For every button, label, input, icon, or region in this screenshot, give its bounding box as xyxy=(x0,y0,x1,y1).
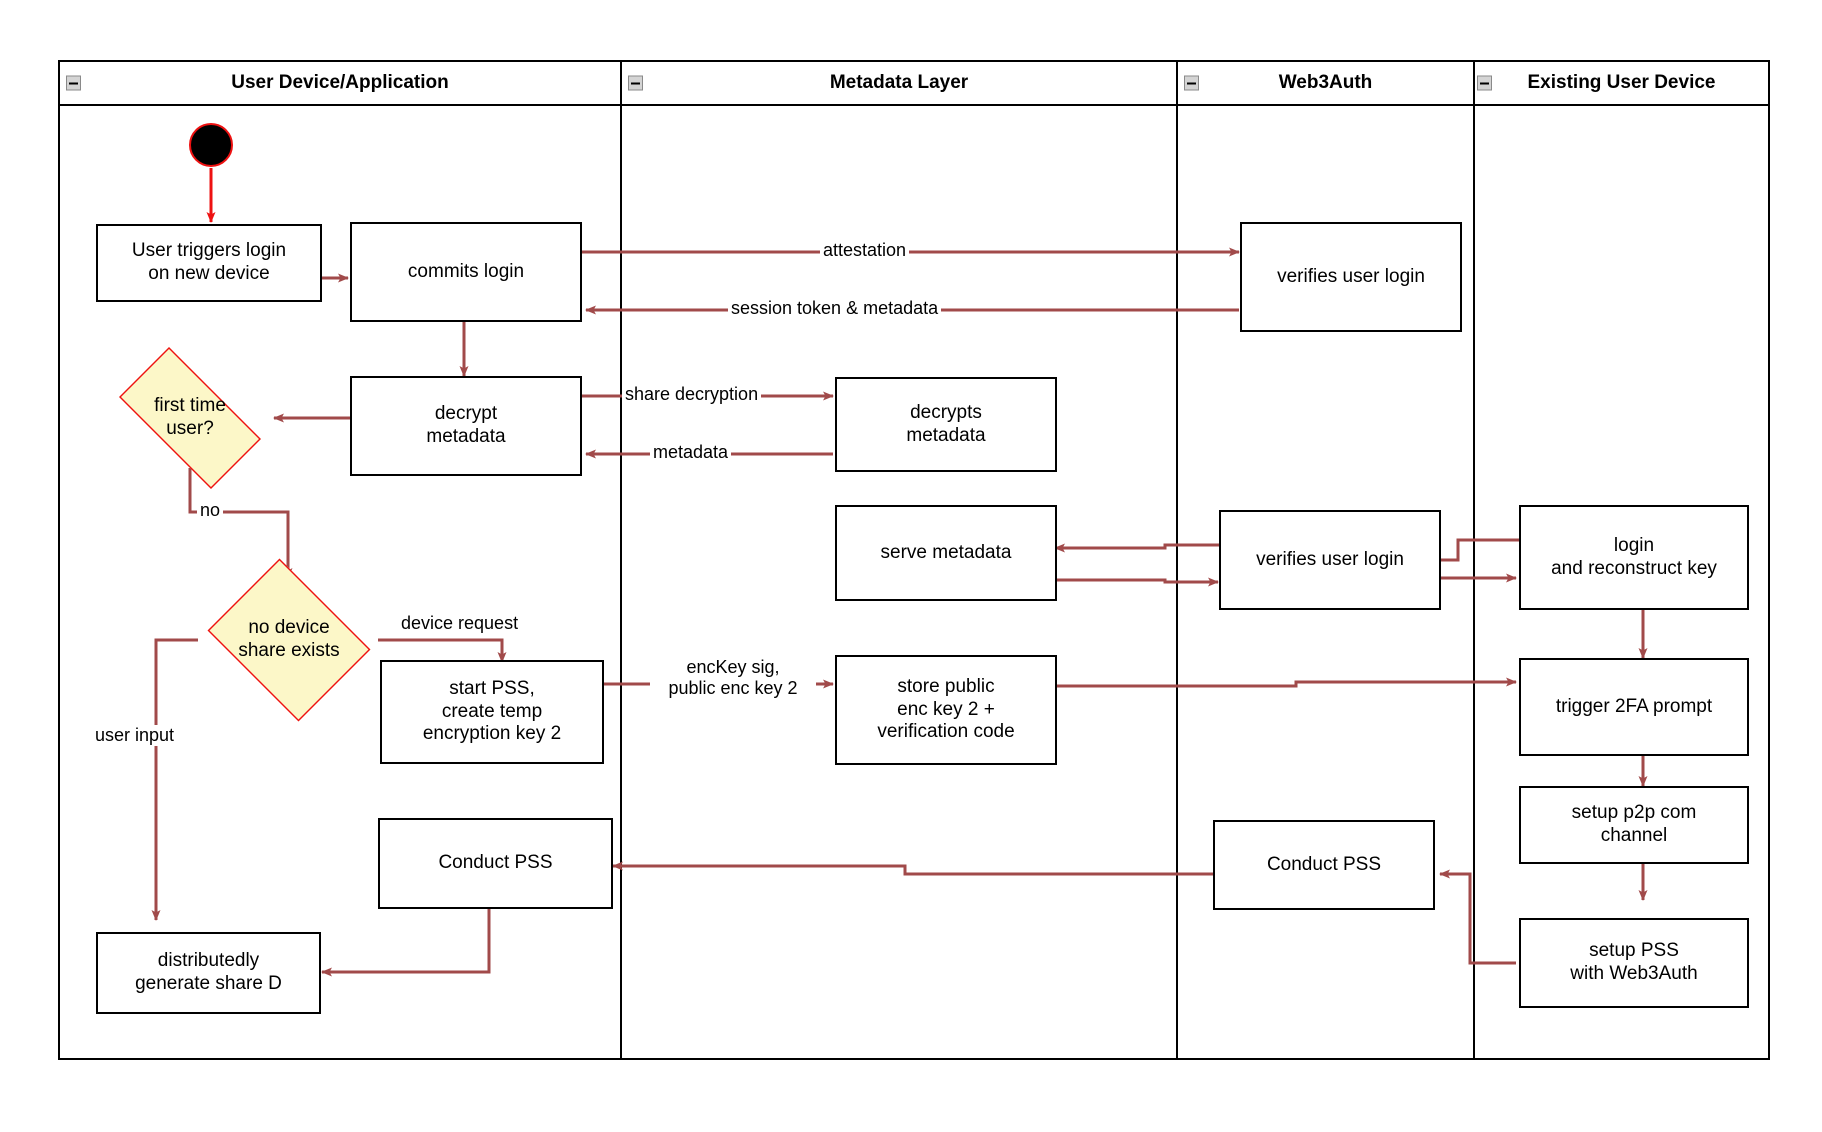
node-serve-metadata[interactable]: serve metadata xyxy=(835,505,1057,601)
decision-label: no device share exists xyxy=(238,617,340,661)
edge-label-enckey-sig-public-enc-key-2: encKey sig, public enc key 2 xyxy=(650,657,816,699)
node-verifies-user-login-top[interactable]: verifies user login xyxy=(1240,222,1462,332)
node-setup-p2p-com-channel[interactable]: setup p2p com channel xyxy=(1519,786,1749,864)
node-conduct-pss-user[interactable]: Conduct PSS xyxy=(378,818,613,909)
decision-first-time-user[interactable]: first time user? xyxy=(98,347,282,489)
lane-header-row: User Device/Application Metadata Layer W… xyxy=(60,62,1768,106)
node-user-triggers-login[interactable]: User triggers login on new device xyxy=(96,224,322,302)
lane-body-metadata-layer xyxy=(620,106,1176,1060)
decision-no-device-share-exists[interactable]: no device share exists xyxy=(198,558,380,722)
node-distributedly-generate-share-d[interactable]: distributedly generate share D xyxy=(96,932,321,1014)
edge-label-share-decryption: share decryption xyxy=(622,384,762,405)
lane-title: Metadata Layer xyxy=(829,72,969,93)
node-login-and-reconstruct-key[interactable]: login and reconstruct key xyxy=(1519,505,1749,610)
edge-label-user-input: user input xyxy=(92,725,178,746)
collapse-minus-icon[interactable] xyxy=(628,75,643,91)
edge-label-device-request: device request xyxy=(398,613,522,634)
lane-header-metadata-layer[interactable]: Metadata Layer xyxy=(620,62,1176,104)
edge-label-no: no xyxy=(197,500,224,521)
lane-header-user-device-application[interactable]: User Device/Application xyxy=(60,62,620,104)
collapse-minus-icon[interactable] xyxy=(66,75,81,91)
lane-body-existing-user-device xyxy=(1473,106,1768,1060)
node-start-pss-create-temp-key[interactable]: start PSS, create temp encryption key 2 xyxy=(380,660,604,764)
decision-label: first time user? xyxy=(154,395,226,439)
node-decrypt-metadata[interactable]: decrypt metadata xyxy=(350,376,582,476)
node-store-public-enc-key-2[interactable]: store public enc key 2 + verification co… xyxy=(835,655,1057,765)
lane-title: User Device/Application xyxy=(231,72,449,93)
node-commits-login[interactable]: commits login xyxy=(350,222,582,322)
collapse-minus-icon[interactable] xyxy=(1477,75,1492,91)
node-trigger-2fa-prompt[interactable]: trigger 2FA prompt xyxy=(1519,658,1749,756)
lane-header-web3auth[interactable]: Web3Auth xyxy=(1176,62,1473,104)
edge-label-metadata: metadata xyxy=(650,442,732,463)
collapse-minus-icon[interactable] xyxy=(1184,75,1199,91)
node-setup-pss-with-web3auth[interactable]: setup PSS with Web3Auth xyxy=(1519,918,1749,1008)
lane-title: Web3Auth xyxy=(1278,72,1373,93)
node-verifies-user-login-mid[interactable]: verifies user login xyxy=(1219,510,1441,610)
lane-header-existing-user-device[interactable]: Existing User Device xyxy=(1473,62,1768,104)
edge-label-session-token-metadata: session token & metadata xyxy=(728,298,942,319)
lane-title: Existing User Device xyxy=(1527,72,1716,93)
node-conduct-pss-web3auth[interactable]: Conduct PSS xyxy=(1213,820,1435,910)
node-decrypts-metadata[interactable]: decrypts metadata xyxy=(835,377,1057,472)
start-node xyxy=(189,123,233,167)
edge-label-attestation: attestation xyxy=(820,240,910,261)
